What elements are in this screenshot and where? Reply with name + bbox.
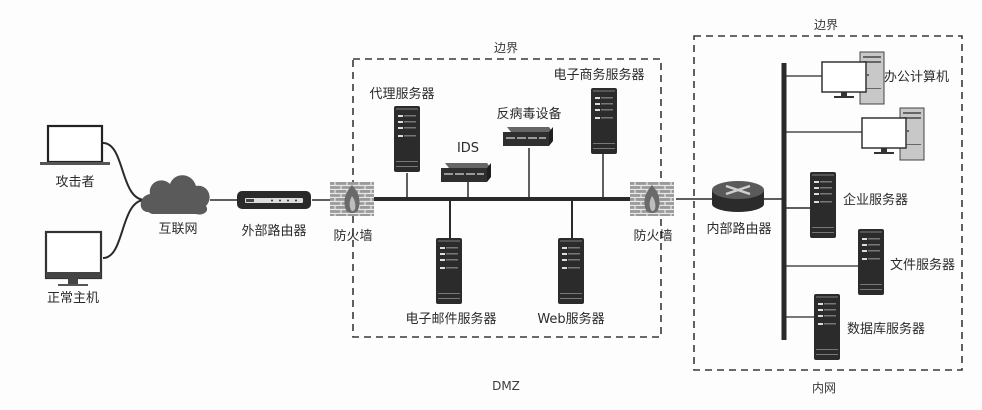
file-server-icon	[858, 229, 884, 295]
db-server-label: 数据库服务器	[847, 322, 926, 337]
normal-host-label: 正常主机	[46, 291, 100, 306]
antivirus-appliance-icon	[503, 127, 553, 146]
link-host-internet	[102, 199, 146, 259]
web-server-label: Web服务器	[537, 312, 605, 327]
ecommerce-server-icon	[591, 88, 617, 154]
cloud-icon	[140, 175, 210, 215]
firewall-outer-label: 防火墙	[333, 229, 373, 244]
file-server-label: 文件服务器	[890, 258, 956, 273]
db-server-icon	[814, 294, 840, 360]
connections	[102, 63, 862, 340]
office-pc-label: 办公计算机	[884, 70, 950, 85]
office-pc-2-icon	[861, 107, 925, 161]
firewall-inner-icon	[630, 182, 674, 216]
ids-icon	[441, 163, 491, 182]
internal-router-label: 内部路由器	[706, 222, 772, 237]
office-pc-icon	[821, 51, 885, 105]
router-icon	[237, 191, 311, 209]
ecommerce-server-label: 电子商务服务器	[553, 68, 645, 83]
ids-label: IDS	[456, 141, 480, 156]
proxy-server-icon	[394, 106, 420, 172]
proxy-server-label: 代理服务器	[369, 87, 435, 102]
mail-server-icon	[436, 238, 462, 304]
intranet-boundary-label: 边界	[813, 18, 839, 32]
intranet-zone-label: 内网	[811, 381, 837, 395]
firewall-outer-icon	[330, 182, 374, 216]
dmz-zone-label: DMZ	[492, 379, 520, 393]
laptop-icon	[40, 124, 110, 165]
intranet-boundary	[693, 35, 963, 371]
internal-router-icon	[712, 181, 764, 212]
internet-label: 互联网	[158, 222, 198, 237]
external-router-label: 外部路由器	[241, 224, 307, 239]
firewall-inner-label: 防火墙	[633, 229, 673, 244]
desktop-monitor-icon	[44, 230, 103, 286]
enterprise-server-label: 企业服务器	[843, 193, 909, 208]
antivirus-label: 反病毒设备	[496, 107, 562, 122]
web-server-icon	[558, 238, 584, 304]
dmz-boundary-label: 边界	[493, 41, 519, 55]
attacker-label: 攻击者	[55, 175, 95, 190]
mail-server-label: 电子邮件服务器	[405, 312, 497, 327]
enterprise-server-icon	[810, 172, 836, 238]
link-attacker-internet	[102, 142, 146, 201]
